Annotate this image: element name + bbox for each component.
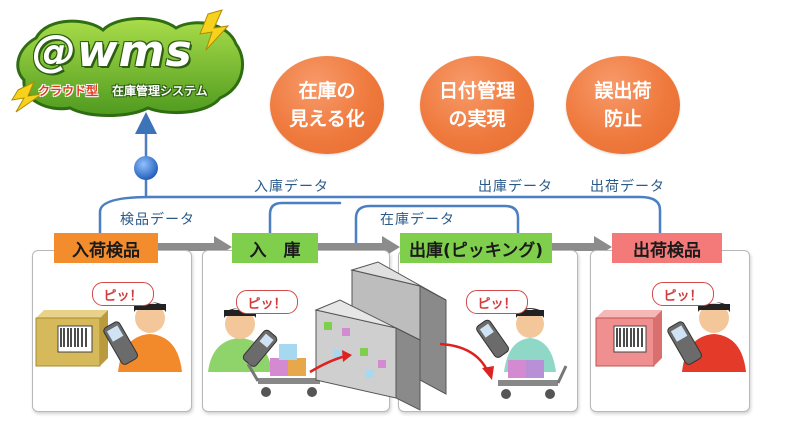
worker-outbound [682, 302, 746, 372]
package-box [35, 310, 108, 367]
beep-bubble-outbound: ピッ！ [652, 282, 714, 306]
step-inbound-inspection: 入荷検品 [54, 233, 158, 263]
package-box-outbound [595, 310, 662, 367]
logo-tagline-a: クラウド型 [38, 84, 99, 98]
benefit-error-prevention: 誤出荷 防止 [566, 56, 680, 154]
benefit-date-management-label: 日付管理 の実現 [438, 80, 515, 130]
wms-logo: @wms クラウド型 在庫管理システム [8, 8, 248, 120]
flow-label-shipping: 出庫データ [478, 179, 553, 195]
scanner-inbound [103, 321, 138, 365]
flow-label-stock: 在庫データ [380, 212, 455, 228]
logo-tagline-b: 在庫管理システム [112, 84, 208, 98]
step-receiving: 入 庫 [232, 233, 318, 263]
flow-label-receiving: 入庫データ [254, 179, 329, 195]
flow-label-dispatch: 出荷データ [590, 179, 665, 195]
scanner-picking [476, 319, 509, 358]
beep-bubble-inbound: ピッ！ [92, 282, 154, 306]
step-outbound-inspection: 出荷検品 [612, 233, 722, 263]
scanner-receiving [242, 329, 278, 367]
step-picking: 出庫(ピッキング) [400, 233, 552, 263]
flow-inspection-line [98, 195, 152, 235]
logo-badge-shape [11, 9, 245, 117]
cart-picking [498, 360, 568, 399]
benefit-visibility-label: 在庫の 見える化 [289, 80, 365, 130]
picking-arrow [439, 342, 490, 373]
benefit-date-management: 日付管理 の実現 [420, 56, 534, 154]
cloud-node [134, 156, 158, 180]
flow-stock-line [354, 204, 520, 272]
worker-inbound [118, 302, 182, 372]
benefit-error-prevention-label: 誤出荷 防止 [594, 80, 652, 130]
cart-receiving [246, 344, 320, 397]
beep-bubble-picking: ピッ！ [466, 290, 528, 314]
scanner-outbound [667, 321, 702, 365]
flow-label-inspection: 検品データ [120, 212, 195, 228]
flow-receiving-line [268, 201, 342, 235]
logo-mark: @wms [32, 26, 193, 77]
cloud-arrow-head [135, 112, 157, 134]
beep-bubble-receiving: ピッ！ [236, 290, 298, 314]
benefit-visibility: 在庫の 見える化 [270, 56, 384, 154]
shelf-front [314, 299, 421, 411]
flow-bus-line [148, 195, 662, 235]
